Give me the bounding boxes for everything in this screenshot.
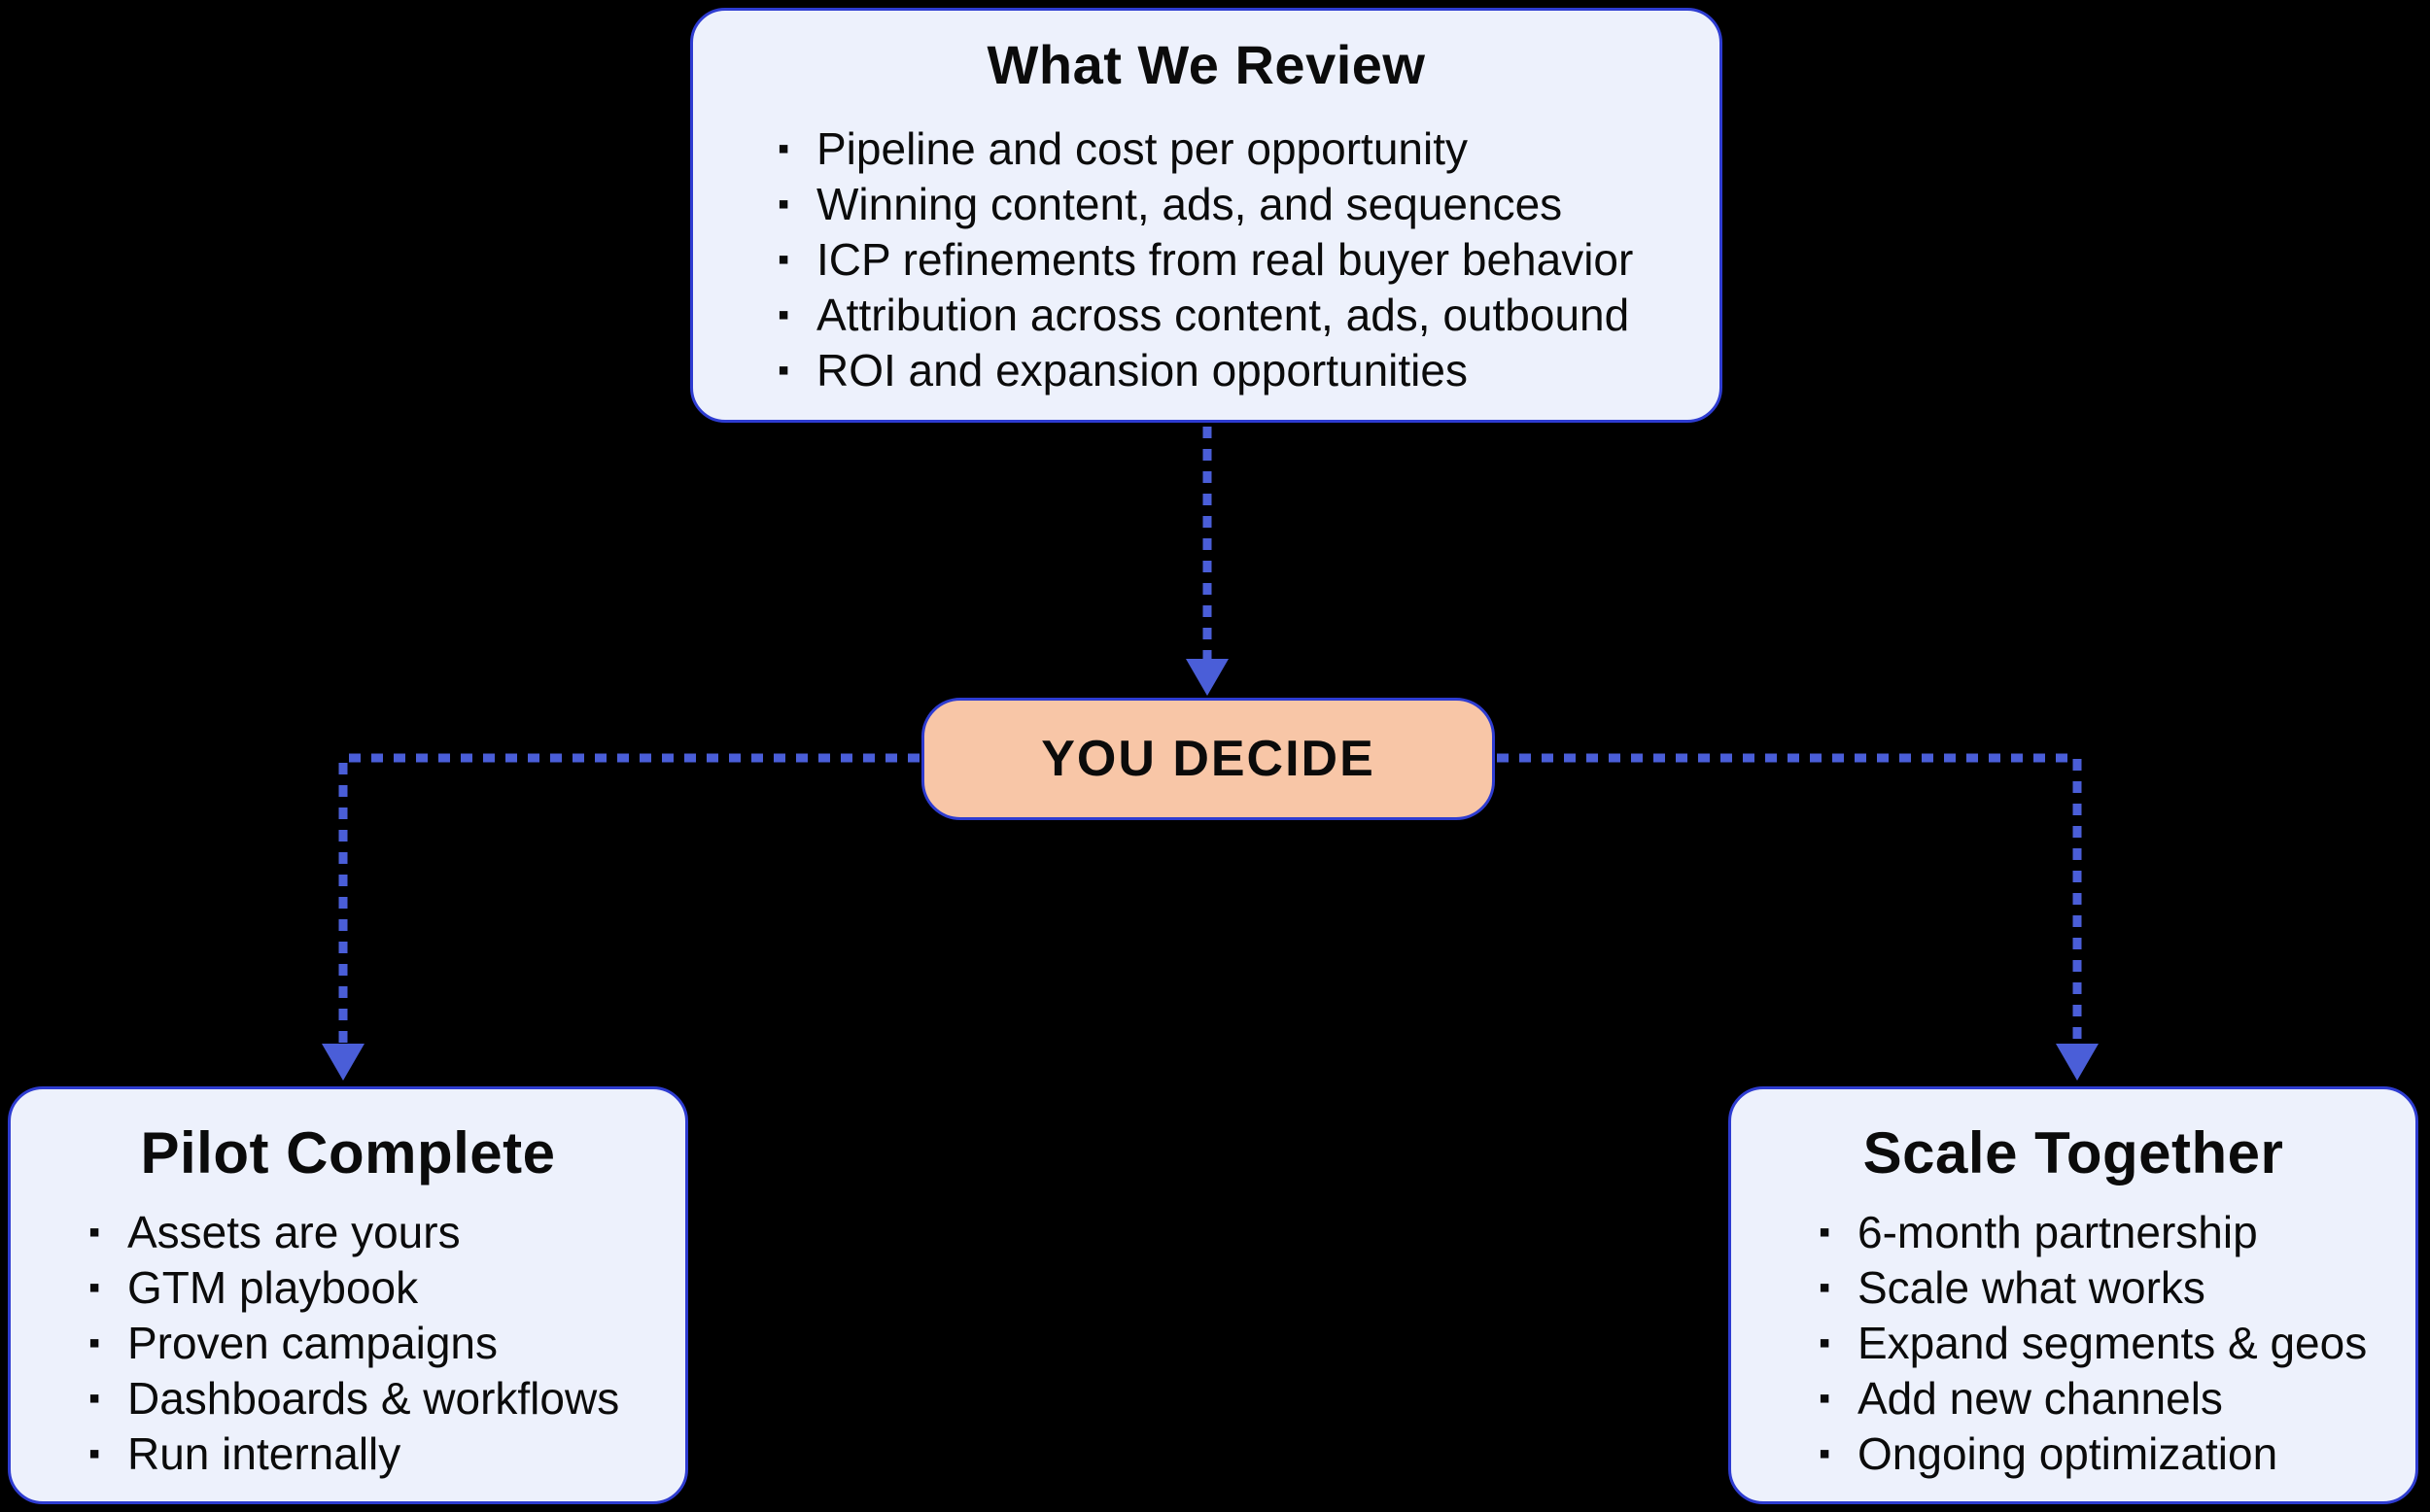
list-item: ▪ Ongoing optimization: [1819, 1426, 2415, 1481]
list-item-label: Pipeline and cost per opportunity: [816, 122, 1468, 174]
bullet-icon: ▪: [778, 129, 790, 167]
list-item: ▪ ROI and expansion opportunities: [778, 342, 1719, 397]
bullet-icon: ▪: [778, 185, 790, 223]
list-item-label: Dashboards & workflows: [127, 1372, 620, 1424]
list-item-label: Ongoing optimization: [1857, 1427, 2278, 1479]
list-item: ▪ Expand segments & geos: [1819, 1315, 2415, 1370]
bullet-icon: ▪: [1819, 1213, 1831, 1251]
list-item-label: Add new channels: [1857, 1372, 2223, 1424]
connector-decide-to-scale: [1497, 753, 2082, 1044]
decide-node: YOU DECIDE: [921, 698, 1495, 820]
list-item-label: Winning content, ads, and sequences: [816, 178, 1563, 229]
list-item-label: Expand segments & geos: [1857, 1317, 2368, 1368]
list-item: ▪ Assets are yours: [88, 1204, 685, 1259]
arrowhead-pilot: [322, 1044, 364, 1081]
list-item-label: 6-month partnership: [1857, 1206, 2258, 1257]
pilot-list: ▪ Assets are yours ▪ GTM playbook ▪ Prov…: [11, 1204, 685, 1481]
scale-list: ▪ 6-month partnership ▪ Scale what works…: [1731, 1204, 2415, 1481]
review-title: What We Review: [987, 34, 1426, 95]
scale-title: Scale Together: [1862, 1120, 2284, 1186]
bullet-icon: ▪: [88, 1323, 101, 1361]
list-item: ▪ Attribution across content, ads, outbo…: [778, 287, 1719, 342]
bullet-icon: ▪: [1819, 1323, 1831, 1361]
bullet-icon: ▪: [88, 1379, 101, 1417]
list-item-label: ICP refinements from real buyer behavior: [816, 233, 1634, 285]
arrowhead-scale: [2056, 1044, 2099, 1081]
bullet-icon: ▪: [1819, 1268, 1831, 1306]
list-item: ▪ Dashboards & workflows: [88, 1370, 685, 1426]
list-item-label: Assets are yours: [127, 1206, 461, 1257]
list-item-label: Attribution across content, ads, outboun…: [816, 289, 1630, 340]
bullet-icon: ▪: [778, 351, 790, 389]
decide-label: YOU DECIDE: [1041, 731, 1375, 787]
review-node: What We Review ▪ Pipeline and cost per o…: [690, 8, 1722, 423]
list-item-label: ROI and expansion opportunities: [816, 344, 1468, 395]
pilot-node: Pilot Complete ▪ Assets are yours ▪ GTM …: [8, 1086, 688, 1504]
bullet-icon: ▪: [1819, 1379, 1831, 1417]
list-item: ▪ Add new channels: [1819, 1370, 2415, 1426]
list-item: ▪ Proven campaigns: [88, 1315, 685, 1370]
list-item-label: Run internally: [127, 1427, 401, 1479]
arrowhead-decide: [1186, 659, 1229, 696]
bullet-icon: ▪: [778, 240, 790, 278]
list-item: ▪ ICP refinements from real buyer behavi…: [778, 231, 1719, 287]
list-item: ▪ 6-month partnership: [1819, 1204, 2415, 1259]
list-item: ▪ Run internally: [88, 1426, 685, 1481]
list-item: ▪ Winning content, ads, and sequences: [778, 176, 1719, 231]
bullet-icon: ▪: [88, 1434, 101, 1472]
review-list: ▪ Pipeline and cost per opportunity ▪ Wi…: [693, 120, 1719, 397]
list-item-label: Proven campaigns: [127, 1317, 498, 1368]
bullet-icon: ▪: [88, 1268, 101, 1306]
bullet-icon: ▪: [778, 295, 790, 333]
scale-node: Scale Together ▪ 6-month partnership ▪ S…: [1728, 1086, 2418, 1504]
list-item: ▪ Scale what works: [1819, 1259, 2415, 1315]
list-item: ▪ Pipeline and cost per opportunity: [778, 120, 1719, 176]
connector-decide-to-pilot: [338, 753, 920, 1044]
bullet-icon: ▪: [88, 1213, 101, 1251]
bullet-icon: ▪: [1819, 1434, 1831, 1472]
list-item: ▪ GTM playbook: [88, 1259, 685, 1315]
list-item-label: GTM playbook: [127, 1261, 419, 1313]
list-item-label: Scale what works: [1857, 1261, 2205, 1313]
pilot-title: Pilot Complete: [140, 1120, 556, 1186]
